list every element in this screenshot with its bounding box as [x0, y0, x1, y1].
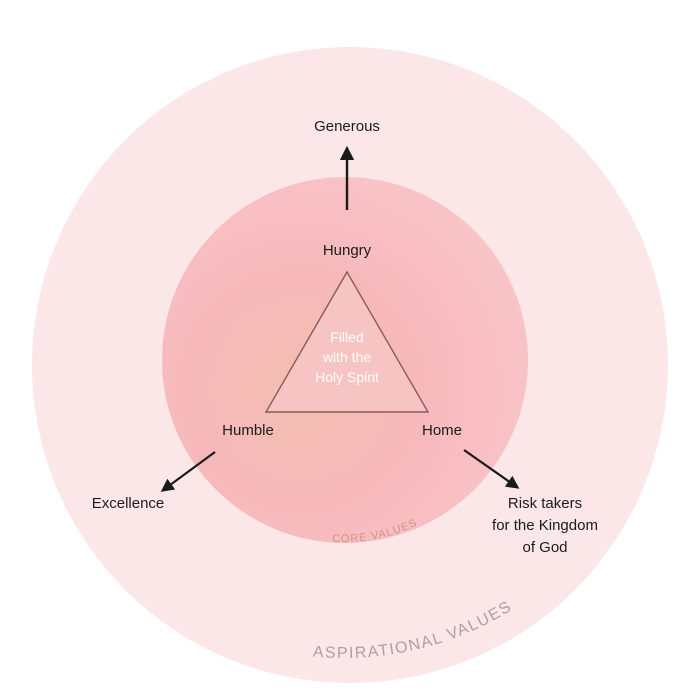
aspirational-value-risk-takers-line-3: of God: [522, 539, 568, 556]
core-value-home: Home: [421, 422, 463, 439]
arrow-home-to-risk-takers: [463, 449, 520, 489]
aspirational-value-excellence: Excellence: [91, 495, 165, 512]
center-text-line-1: Filled: [330, 329, 363, 345]
aspirational-value-risk-takers-line-1: Risk takers: [507, 495, 583, 512]
center-triangle: [264, 270, 430, 413]
center-text-line-3: Holy Spirit: [315, 369, 379, 385]
aspirational-value-generous: Generous: [314, 118, 380, 135]
core-value-hungry: Hungry: [322, 242, 372, 259]
core-value-humble: Humble: [222, 422, 274, 439]
arrow-humble-to-excellence: [160, 451, 216, 492]
aspirational-value-risk-takers-line-2: for the Kingdom: [492, 517, 598, 534]
center-text-line-2: with the: [322, 349, 371, 365]
